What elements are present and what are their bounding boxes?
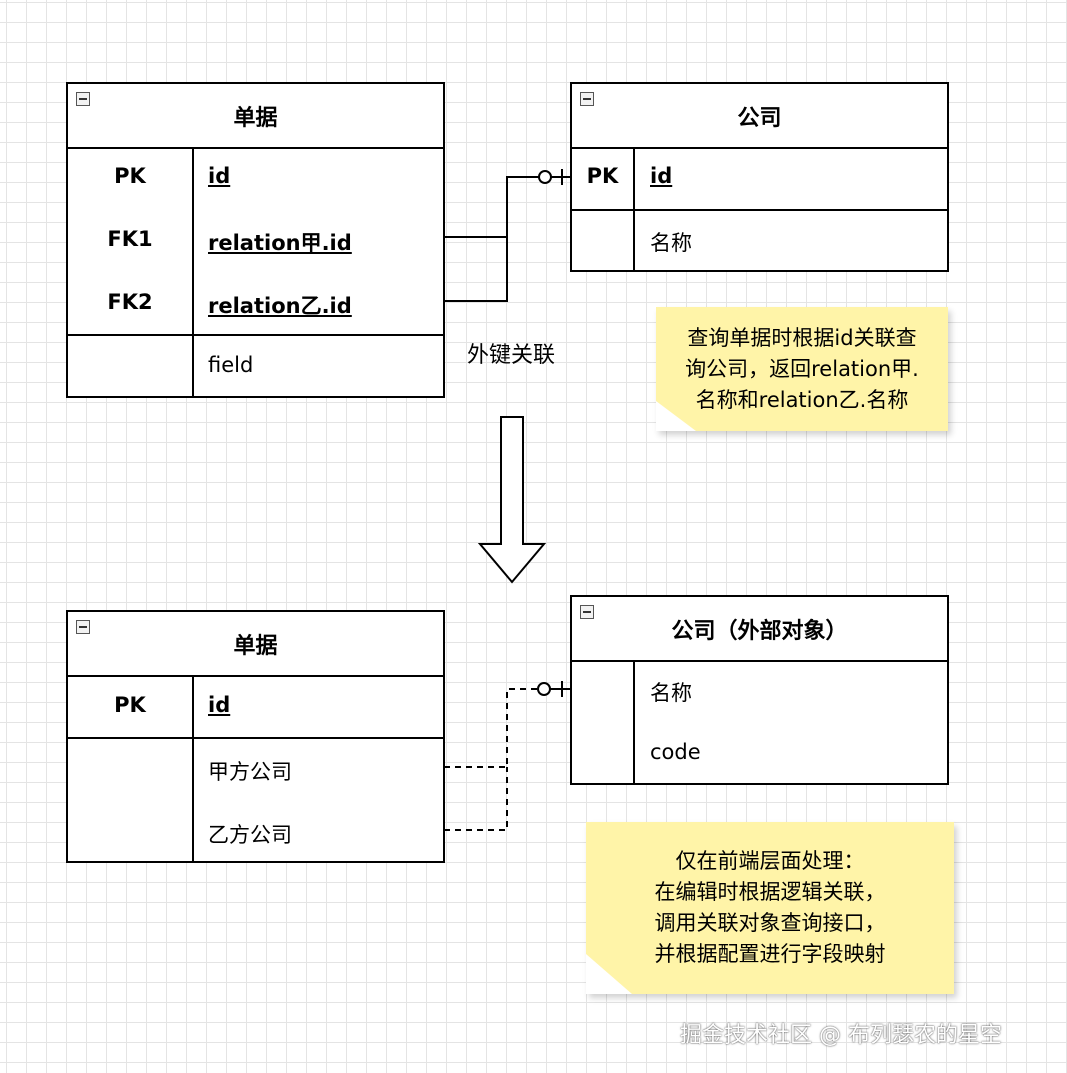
zero-or-one-marker-dashed bbox=[537, 682, 551, 696]
note-line: 仅在前端层面处理： bbox=[675, 849, 865, 873]
fk1-connector bbox=[444, 176, 540, 238]
field-cell: id bbox=[208, 164, 231, 188]
table-header: 公司（外部对象） bbox=[572, 597, 947, 662]
collapse-icon[interactable] bbox=[76, 620, 90, 634]
field-cell: 乙方公司 bbox=[208, 823, 292, 847]
table-header: 单据 bbox=[68, 84, 443, 149]
note-fold bbox=[656, 401, 696, 431]
table-title: 单据 bbox=[233, 633, 278, 659]
field-cell: id bbox=[208, 693, 231, 717]
table-title: 单据 bbox=[233, 105, 278, 131]
row-divider bbox=[68, 334, 443, 336]
row-divider bbox=[572, 209, 947, 211]
top-doc-table[interactable]: 单据 PK id FK1 relation甲.id FK2 relation乙.… bbox=[66, 82, 445, 398]
note-line: 询公司，返回relation甲. bbox=[685, 357, 919, 381]
note-line: 调用关联对象查询接口， bbox=[654, 911, 886, 935]
relation-label: 外键关联 bbox=[467, 343, 556, 368]
collapse-icon[interactable] bbox=[76, 92, 90, 106]
note-line: 名称和relation乙.名称 bbox=[695, 388, 909, 412]
key-cell: PK bbox=[114, 693, 146, 717]
key-cell: FK1 bbox=[107, 227, 153, 251]
row-divider bbox=[68, 737, 443, 739]
column-divider bbox=[192, 675, 194, 861]
bottom-doc-table[interactable]: 单据 PK id 甲方公司 乙方公司 bbox=[66, 610, 445, 863]
field-cell: relation乙.id bbox=[208, 294, 352, 318]
bottom-sticky-note: 仅在前端层面处理： 在编辑时根据逻辑关联， 调用关联对象查询接口， 并根据配置进… bbox=[586, 822, 954, 994]
top-sticky-note: 查询单据时根据id关联查 询公司，返回relation甲. 名称和relatio… bbox=[656, 307, 948, 431]
field-cell: field bbox=[208, 353, 254, 377]
field-cell: 名称 bbox=[650, 231, 692, 255]
field-cell: relation甲.id bbox=[208, 231, 352, 255]
down-arrow bbox=[477, 416, 547, 584]
table-title: 公司（外部对象） bbox=[671, 618, 848, 644]
note-line: 查询单据时根据id关联查 bbox=[687, 326, 917, 350]
column-divider bbox=[192, 147, 194, 396]
field-cell: id bbox=[650, 164, 673, 188]
field-cell: code bbox=[650, 740, 701, 764]
collapse-icon[interactable] bbox=[580, 92, 594, 106]
party-a-connector bbox=[444, 688, 538, 768]
collapse-icon[interactable] bbox=[580, 605, 594, 619]
watermark: 掘金技术社区 @ 布列瑟农的星空 bbox=[680, 1023, 1002, 1048]
fk2-connector bbox=[444, 237, 508, 302]
table-header: 公司 bbox=[572, 84, 947, 149]
field-cell: 名称 bbox=[650, 681, 692, 705]
table-header: 单据 bbox=[68, 612, 443, 677]
note-line: 在编辑时根据逻辑关联， bbox=[654, 880, 886, 904]
note-line: 并根据配置进行字段映射 bbox=[654, 942, 886, 966]
column-divider bbox=[633, 660, 635, 783]
key-cell: PK bbox=[114, 164, 146, 188]
field-cell: 甲方公司 bbox=[208, 760, 292, 784]
top-company-table[interactable]: 公司 PK id 名称 bbox=[570, 82, 949, 272]
key-cell: FK2 bbox=[107, 290, 153, 314]
bottom-company-table[interactable]: 公司（外部对象） 名称 code bbox=[570, 595, 949, 785]
key-cell: PK bbox=[586, 164, 619, 188]
zero-or-one-marker bbox=[538, 170, 552, 184]
note-fold bbox=[586, 954, 632, 994]
table-title: 公司 bbox=[737, 105, 782, 131]
column-divider bbox=[633, 147, 635, 270]
party-b-connector bbox=[444, 767, 508, 831]
